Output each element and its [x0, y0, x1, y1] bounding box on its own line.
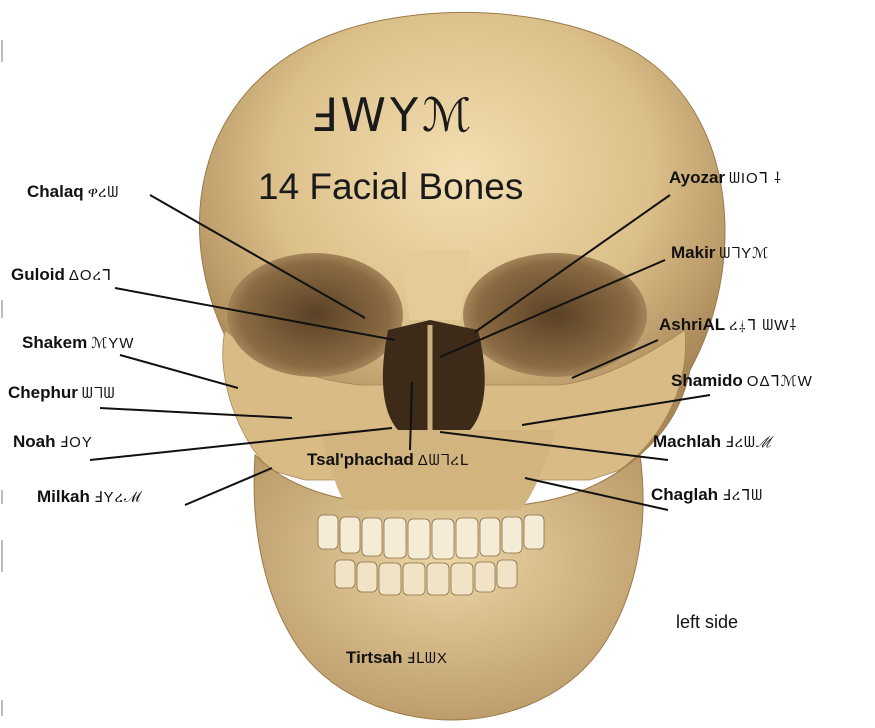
page-title: 14 Facial Bones [258, 166, 523, 208]
right-orbit [227, 253, 403, 377]
side-note: left side [676, 612, 738, 633]
nasal-bridge [400, 250, 470, 320]
left-orbit [463, 253, 647, 377]
nasal-cavity [383, 320, 485, 430]
title-script: ℲWYℳ [310, 88, 475, 142]
leader-shakem [120, 355, 238, 388]
